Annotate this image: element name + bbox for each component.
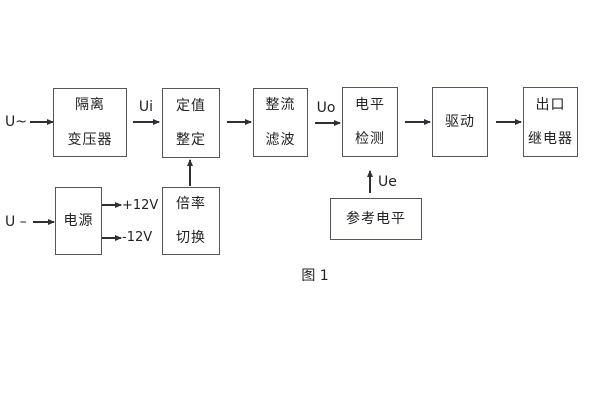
box-ratio-switch: 倍率 切换 [162, 187, 220, 255]
arrow-isolation-to-setting [133, 121, 159, 123]
box-power-supply: 电源 [55, 187, 102, 255]
box-isolation-transformer: 隔离 变压器 [53, 88, 127, 157]
arrow-reference-to-level [369, 171, 371, 193]
label-minus-12v: -12V [122, 230, 153, 245]
arrow-power-to-plus12v [102, 204, 121, 206]
arrow-drive-to-relay [496, 121, 521, 123]
box-rectifier-filter: 整流 滤波 [253, 88, 308, 157]
label-uo: Uo [316, 100, 336, 116]
box-output-relay: 出口 继电器 [523, 87, 578, 157]
arrow-setting-to-rectifier [227, 121, 251, 123]
arrow-rectifier-to-level [315, 122, 340, 124]
arrow-input-dc-to-power [33, 221, 54, 223]
arrow-input-ac-to-isolation [30, 121, 53, 123]
box-level-detection: 电平 检测 [342, 87, 398, 157]
label-plus-12v: +12V [122, 198, 159, 213]
arrow-power-to-minus12v [102, 237, 121, 239]
box-value-setting: 定值 整定 [162, 88, 220, 158]
label-ue: Ue [378, 174, 397, 190]
label-ui: Ui [138, 99, 154, 115]
arrow-level-to-drive [405, 121, 430, 123]
box-drive: 驱动 [432, 87, 488, 157]
box-reference-level: 参考电平 [330, 198, 422, 240]
label-input-dc: U – [5, 214, 27, 230]
arrow-ratio-to-setting [189, 160, 191, 186]
label-input-ac: U~ [5, 114, 27, 130]
figure-caption: 图 1 [301, 268, 329, 284]
